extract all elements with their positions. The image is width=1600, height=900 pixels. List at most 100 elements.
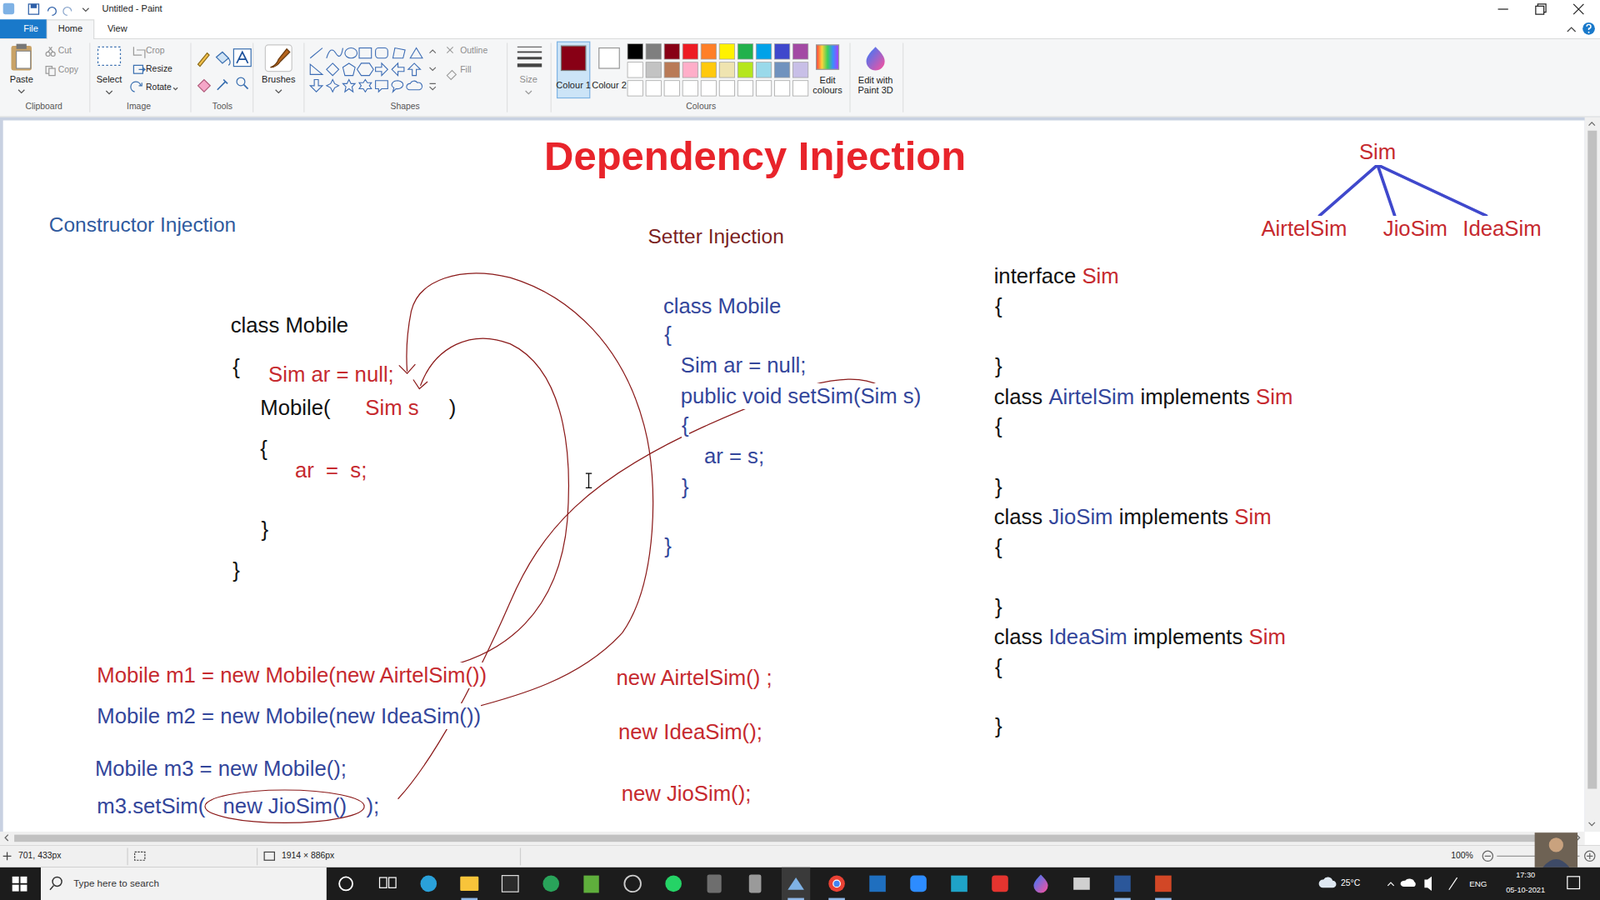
paste-icon: [18, 90, 25, 94]
taskbar: [0, 867, 1600, 900]
code-type: AirtelSim: [1048, 384, 1135, 410]
taskbar: [1155, 898, 1172, 900]
colour-palette: [755, 62, 771, 78]
taskbar: [12, 885, 20, 892]
ribbon-button: Colour 2: [591, 80, 627, 90]
ribbon-button: Select: [96, 74, 123, 85]
title-bar: [0, 0, 1600, 20]
group-separator: [506, 42, 508, 112]
taskbar: [1114, 875, 1131, 893]
size-icon: [517, 56, 542, 60]
colour-palette: [737, 80, 753, 96]
tree-node: JioSim: [1383, 215, 1448, 242]
taskbar: [1424, 876, 1432, 891]
cut-copy-icons: [45, 51, 50, 56]
colour-selectors: [599, 48, 620, 69]
code-line: Mobile m2 = new Mobile(new IdeaSim()): [96, 703, 481, 730]
title-bar: [1535, 5, 1545, 15]
scrollbars: [0, 117, 1600, 845]
ribbon-button: Resize: [145, 64, 173, 75]
ribbon: [0, 39, 1600, 117]
shapes-gallery: [406, 80, 423, 90]
shapes-gallery: [391, 63, 405, 76]
node-text: Sim: [1359, 139, 1396, 165]
shapes-gallery: [391, 80, 404, 92]
image-icons: [133, 46, 145, 58]
code-line: Mobile(: [260, 395, 330, 421]
colour-selectors: [560, 45, 585, 70]
edit-colours-icon: [816, 45, 840, 70]
code-line: );: [365, 793, 380, 820]
taskbar: [50, 885, 54, 890]
code-line: ar = s;: [295, 457, 367, 484]
code-keyword: implements: [1140, 384, 1250, 410]
cut-copy-icons: [45, 46, 55, 75]
taskbar: [339, 876, 353, 890]
tool-icons: [216, 51, 230, 63]
ribbon-tabs: [1567, 27, 1576, 32]
code-line: ): [449, 395, 457, 421]
tool-icons: [236, 51, 248, 63]
image-icons: [139, 67, 145, 72]
taskbar: [1567, 876, 1580, 890]
taskbar: [1155, 875, 1172, 893]
shapes-gallery: [310, 80, 323, 93]
shapes-gallery: [342, 80, 355, 93]
title-bar: [1537, 4, 1546, 13]
status-bar: [0, 845, 1600, 868]
taskbar: [749, 874, 762, 893]
colour-palette: [755, 44, 771, 60]
taskbar: [52, 876, 62, 886]
ribbon-group-label: Tools: [212, 101, 233, 112]
ribbon-group-label: Colours: [685, 101, 716, 112]
code-line: class Mobile: [230, 312, 349, 339]
tool-icons: [244, 85, 249, 90]
code-line: new JioSim();: [621, 780, 752, 807]
code-line: class Mobile: [663, 293, 781, 320]
code-brace: }: [232, 557, 240, 584]
scrollbars: [1585, 117, 1600, 832]
ribbon-tabs: [0, 19, 1600, 40]
status-bar: [135, 851, 145, 860]
code-brace: }: [995, 474, 1003, 500]
taskbar: [542, 875, 560, 893]
scrollbars: [1587, 130, 1597, 790]
colour-palette: [755, 80, 771, 96]
section-heading: Constructor Injection: [49, 212, 236, 237]
hand-drawn-curves: [399, 364, 416, 374]
code-type: Sim: [1255, 384, 1293, 410]
status-bar: [520, 848, 521, 866]
code-brace: }: [260, 516, 269, 543]
code-type: Sim: [1249, 624, 1286, 650]
ribbon-button: Copy: [58, 65, 79, 75]
status-bar: [1482, 850, 1493, 861]
taskbar: [991, 875, 1009, 893]
ribbon: [0, 39, 1600, 117]
taskbar: [0, 867, 1600, 900]
code-keyword: class: [994, 624, 1044, 650]
ribbon-group-label: Image: [126, 101, 151, 112]
status-bar: [264, 851, 275, 860]
group-separator: [190, 42, 191, 112]
colour-palette: [645, 44, 661, 60]
code-parameter: Sim s: [365, 395, 419, 421]
status-bar: [1535, 832, 1578, 868]
code-brace: }: [664, 533, 672, 560]
taskbar: [1400, 878, 1416, 887]
taskbar: [869, 875, 886, 893]
code-brace: {: [681, 412, 690, 439]
edit-colours-icon: [816, 45, 840, 70]
ribbon-tabs: [0, 38, 1600, 40]
section-heading: Setter Injection: [648, 224, 785, 249]
taskbar: [707, 874, 722, 893]
code-brace: {: [232, 354, 240, 380]
ribbon-button: Colour 1: [555, 80, 591, 90]
status-text: 1914 × 886px: [281, 850, 335, 861]
taskbar: [20, 885, 27, 892]
code-line: ar = s;: [704, 443, 765, 470]
status-bar: [0, 832, 1600, 868]
colour-palette: [664, 80, 680, 96]
select-icon: [105, 90, 112, 95]
ribbon-button: Paste: [10, 74, 34, 85]
